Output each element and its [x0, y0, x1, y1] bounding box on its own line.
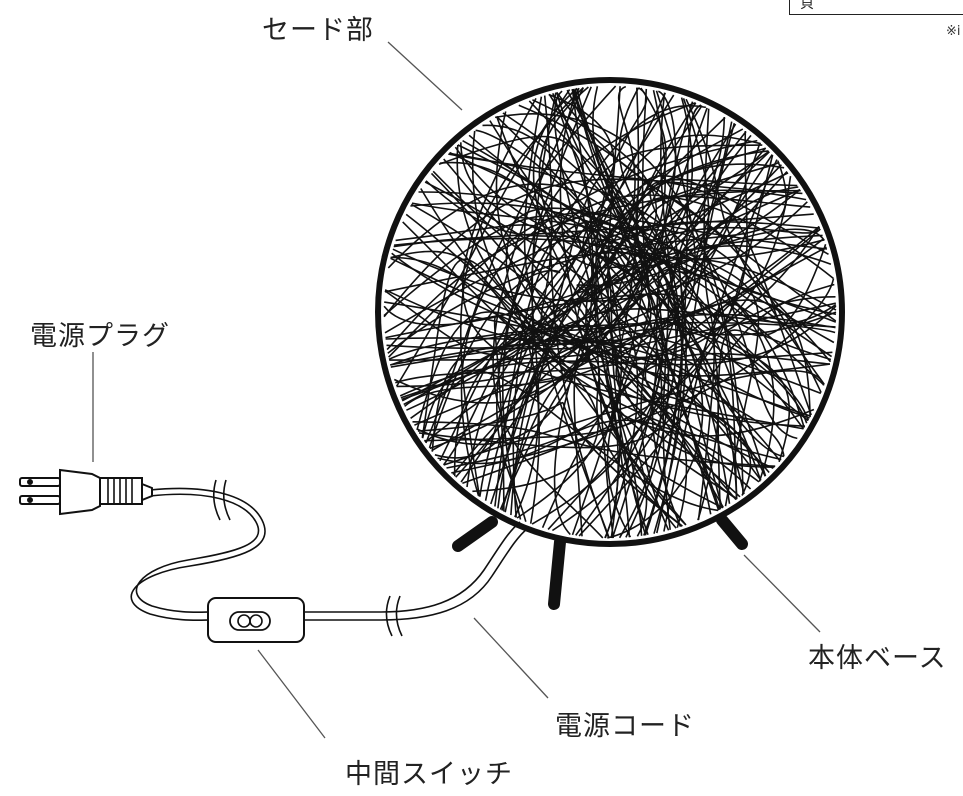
leader-shade: [387, 41, 463, 111]
cord-segment-2: [300, 527, 529, 621]
yarn-strand: [489, 120, 799, 269]
cord-segment-1: [130, 487, 266, 622]
yarn-strand: [540, 95, 610, 539]
plug-prong-top: [19, 477, 61, 487]
yarn-strand: [493, 314, 806, 512]
yarn-strand: [391, 252, 785, 457]
yarn-strand: [461, 98, 804, 430]
yarn-strand: [502, 112, 651, 538]
yarn-strand: [494, 221, 805, 507]
yarn-strand: [454, 146, 805, 428]
label-power-cord: 電源コード: [555, 711, 695, 742]
yarn-strand: [443, 370, 825, 466]
yarn-strand: [547, 130, 748, 530]
cord-segment-2b: [300, 521, 521, 613]
yarn-strand: [412, 421, 776, 467]
yarn-strand: [595, 87, 649, 536]
yarn-strand: [663, 302, 837, 532]
cord-segment-1b: [135, 493, 260, 614]
yarn-strand: [404, 142, 761, 407]
leader-lines: [92, 41, 821, 739]
leg-right: [716, 514, 748, 550]
yarn-strand: [384, 258, 837, 346]
inline-switch: [207, 597, 305, 643]
yarn-strand: [395, 226, 820, 384]
yarn-strand: [387, 183, 745, 495]
yarn-strand: [566, 89, 836, 337]
base-legs: [452, 514, 748, 610]
yarn-strand: [410, 203, 738, 500]
yarn-strand: [449, 151, 760, 507]
yarn-strand: [578, 283, 835, 537]
yarn-strand: [576, 88, 810, 421]
yarn-strand: [403, 195, 811, 406]
yarn-strand: [386, 189, 801, 351]
leader-cord: [473, 617, 549, 699]
label-power-plug: 電源プラグ: [30, 321, 170, 352]
leg-left: [452, 516, 498, 552]
yarn-strand: [388, 321, 836, 361]
yarn-strand: [501, 144, 763, 511]
plug-strain-relief: [99, 477, 143, 505]
yarn-strand: [504, 328, 808, 513]
yarn-strand: [605, 150, 770, 481]
yarn-strand: [653, 188, 801, 534]
cord-break-1a: [212, 479, 221, 521]
yarn-strand: [411, 202, 683, 534]
yarn-strand: [387, 160, 787, 354]
yarn-strand: [573, 147, 767, 537]
yarn-strand: [393, 107, 708, 404]
yarn-strand: [401, 99, 658, 402]
yarn-strand: [717, 244, 827, 510]
yarn-strand: [425, 207, 828, 444]
yarn-strand: [570, 131, 747, 538]
label-inline-switch: 中間スイッチ: [345, 759, 513, 790]
yarn-strand: [651, 121, 733, 528]
yarn-strand: [414, 373, 688, 528]
yarn-strand: [383, 228, 825, 326]
power-cord: [130, 479, 529, 637]
yarn-strand: [399, 305, 837, 397]
yarn-strand: [640, 116, 726, 531]
yarn-strand: [386, 234, 823, 349]
label-shade: セード部: [262, 15, 374, 46]
yarn-strand: [644, 198, 837, 536]
corner-spec-box: 貝: [789, 0, 963, 15]
shade-yarn: [383, 85, 837, 539]
power-plug: [19, 468, 153, 516]
yarn-strand: [394, 237, 775, 482]
yarn-strand: [556, 91, 822, 393]
plug-grip-ridges: [107, 478, 133, 504]
corner-box-text: 貝: [800, 0, 814, 12]
leader-switch: [257, 649, 326, 739]
yarn-strand: [418, 159, 778, 449]
yarn-strand: [410, 134, 761, 419]
corner-note: ※i: [946, 24, 961, 39]
yarn-strand: [421, 258, 687, 526]
cord-break-1b: [222, 479, 231, 521]
cord-break-2b: [395, 595, 403, 637]
yarn-strand: [390, 94, 675, 299]
yarn-strand: [553, 90, 620, 539]
yarn-strand: [532, 87, 737, 501]
leg-front: [548, 536, 566, 610]
yarn-strand: [495, 111, 751, 496]
cord-break-2a: [385, 595, 393, 637]
leader-base: [743, 554, 821, 633]
yarn-strand: [685, 98, 825, 385]
yarn-strand: [453, 97, 694, 477]
yarn-strand: [390, 250, 782, 461]
yarn-strand: [383, 178, 803, 318]
yarn-strand: [559, 87, 677, 529]
plug-prong-bottom: [19, 495, 61, 505]
yarn-strand: [395, 224, 610, 539]
yarn-strand: [437, 419, 760, 483]
yarn-strand: [551, 92, 677, 532]
label-body-base: 本体ベース: [808, 643, 947, 674]
plug-body: [59, 468, 101, 516]
